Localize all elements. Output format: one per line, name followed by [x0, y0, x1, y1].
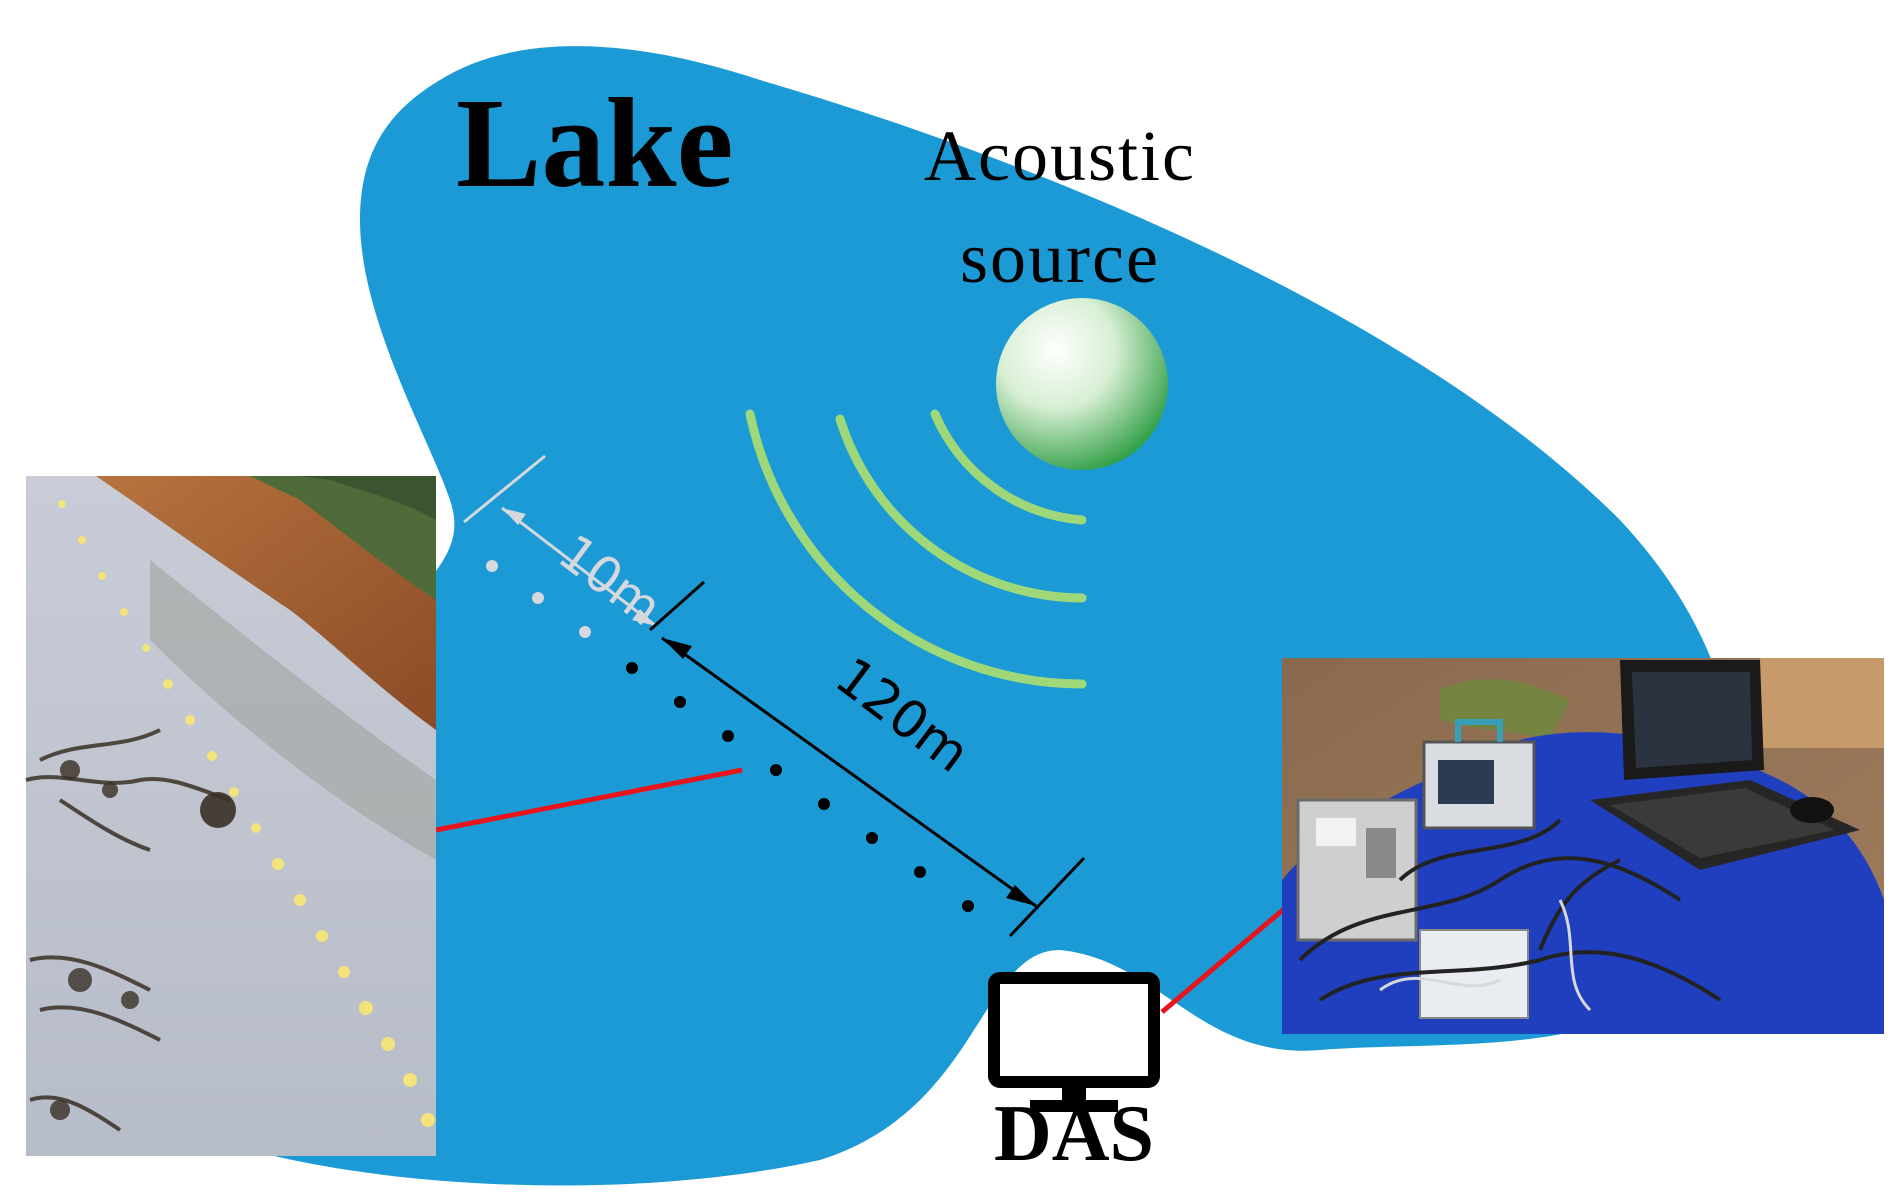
das-equipment-photo: [1282, 658, 1884, 1034]
link-line-lake-photo: [435, 767, 743, 833]
link-line-das-photo: [1160, 902, 1292, 1014]
acoustic-wave-outer: [745, 409, 1087, 689]
lake-photo: [25, 476, 436, 1156]
acoustic-source-sphere: [996, 298, 1168, 470]
das-label: DAS: [994, 1090, 1154, 1178]
das-monitor-icon: [988, 972, 1160, 1112]
acoustic-wave-middle: [835, 414, 1087, 603]
acoustic-wave-inner: [930, 409, 1087, 525]
acoustic-source-label-line1: Acoustic: [924, 116, 1196, 196]
sensor-dots-light: [486, 560, 591, 638]
lake-label: Lake: [456, 72, 733, 214]
acoustic-waves: [745, 409, 1087, 689]
acoustic-source-label-line2: source: [960, 218, 1160, 298]
sensor-dots-dark: [626, 662, 974, 912]
